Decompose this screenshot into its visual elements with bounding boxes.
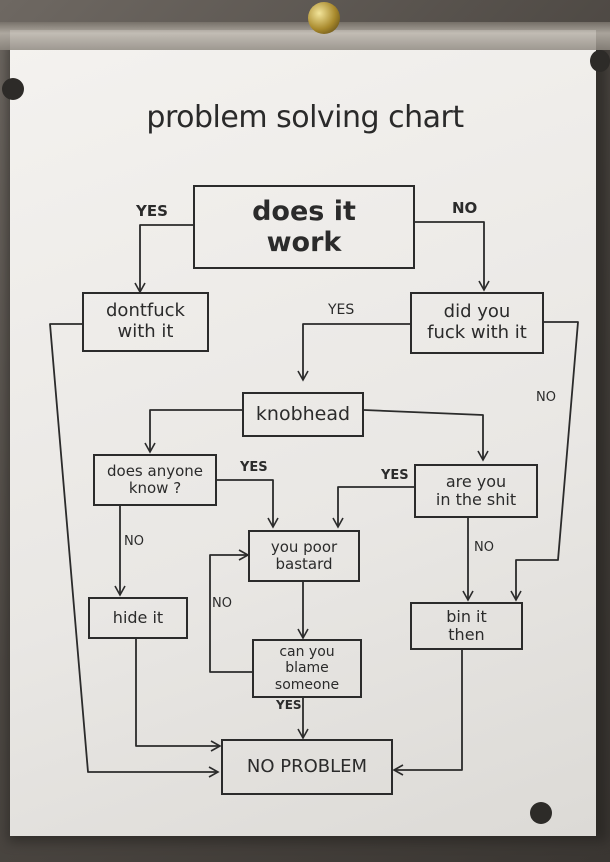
edge-work-no: [414, 221, 490, 292]
edge-did-no: [510, 321, 579, 602]
tack-right-icon: [590, 50, 610, 72]
label-yes-anyone: YES: [240, 460, 268, 475]
label-yes-top: YES: [136, 202, 168, 220]
node-bin-it: bin it then: [410, 602, 523, 650]
chart-title: problem solving chart: [146, 100, 464, 135]
edge-blame-no: [209, 549, 252, 673]
label-no-blame: NO: [212, 596, 232, 611]
edge-knob-right: [363, 409, 489, 462]
label-no-right: NO: [536, 390, 556, 405]
node-does-it-work: does it work: [193, 185, 415, 269]
tape-strip: [0, 22, 610, 50]
node-hide-it: hide it: [88, 597, 188, 639]
label-no-anyone: NO: [124, 534, 144, 549]
edge-anyone-yes: [217, 479, 279, 529]
node-dont-touch: dontfuck with it: [82, 292, 209, 352]
node-can-you-blame: can you blame someone: [252, 639, 362, 698]
label-no-top: NO: [452, 199, 478, 217]
edge-hide-noproblem: [135, 638, 222, 752]
node-are-you-in: are you in the shit: [414, 464, 538, 518]
label-yes-shit: YES: [381, 468, 409, 483]
node-does-anyone-know: does anyone know ?: [93, 454, 217, 506]
label-yes-blame: YES: [276, 698, 302, 712]
node-no-problem: NO PROBLEM: [221, 739, 393, 795]
node-you-poor: you poor bastard: [248, 530, 360, 582]
node-knobhead: knobhead: [242, 392, 364, 437]
edge-bin-noproblem: [392, 650, 463, 776]
tack-left-icon: [2, 78, 24, 100]
node-did-you-touch: did you fuck with it: [410, 292, 544, 354]
edge-dont-noproblem: [49, 323, 220, 778]
tack-bottom-icon: [530, 802, 552, 824]
label-yes-did: YES: [328, 302, 355, 318]
edge-work-yes: [134, 224, 195, 294]
edge-did-yes: [297, 323, 410, 382]
label-no-shit: NO: [474, 540, 494, 555]
edge-shit-yes: [332, 486, 414, 529]
thumbtack-icon: [308, 2, 340, 34]
edge-knob-left: [144, 409, 242, 454]
